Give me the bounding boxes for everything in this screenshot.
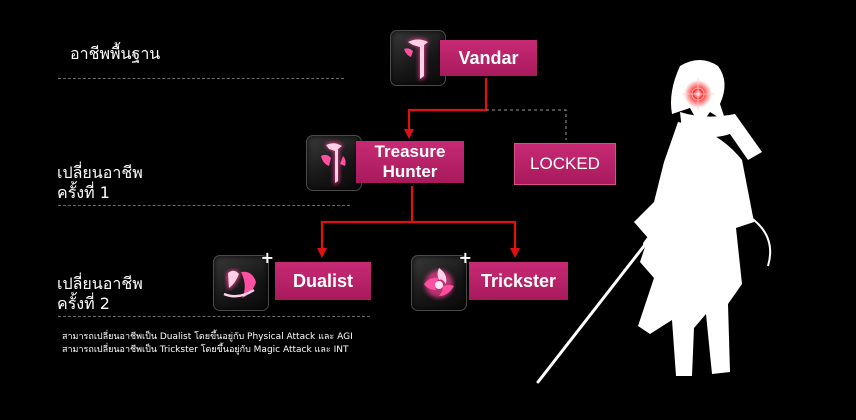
trickster-name-plate: Trickster <box>469 262 568 300</box>
vandar-class-icon <box>390 30 446 86</box>
tier-divider-first <box>58 205 350 206</box>
tier-divider-base <box>58 78 344 79</box>
tier-label-first-line2: ครั้งที่ 1 <box>57 183 110 202</box>
tier-label-second-change: เปลี่ยนอาชีพ ครั้งที่ 2 <box>57 274 143 314</box>
vandar-name-plate: Vandar <box>440 40 537 76</box>
dualist-name-plate: Dualist <box>275 262 371 300</box>
tier-divider-second <box>58 316 370 317</box>
trickster-upgrade-badge: + <box>458 248 472 267</box>
tier-label-second-line2: ครั้งที่ 2 <box>57 294 110 313</box>
connector-vandar-to-treasure-hunter <box>404 78 488 139</box>
tier-label-first-line1: เปลี่ยนอาชีพ <box>57 163 143 182</box>
tier-label-base: อาชีพพื้นฐาน <box>70 44 161 63</box>
tier-label-first-change: เปลี่ยนอาชีพ ครั้งที่ 1 <box>57 163 143 203</box>
dualist-upgrade-badge: + <box>260 248 274 267</box>
dualist-class-icon: + <box>213 248 274 311</box>
note-dualist: สามารถเปลี่ยนอาชีพเป็น Dualist โดยขึ้นอย… <box>62 332 353 342</box>
treasure-hunter-class-icon <box>306 135 362 191</box>
connector-vandar-to-locked <box>486 109 567 140</box>
connector-treasure-hunter-split <box>320 186 517 252</box>
job-change-notes: สามารถเปลี่ยนอาชีพเป็น Dualist โดยขึ้นอย… <box>62 331 353 357</box>
treasure-hunter-name-line2: Hunter <box>382 162 438 181</box>
locked-job-slot: LOCKED <box>514 143 616 185</box>
treasure-hunter-name-line1: Treasure <box>374 142 446 161</box>
note-trickster: สามารถเปลี่ยนอาชีพเป็น Trickster โดยขึ้น… <box>62 345 349 355</box>
tier-label-second-line1: เปลี่ยนอาชีพ <box>57 274 143 293</box>
treasure-hunter-name-plate: Treasure Hunter <box>356 141 464 183</box>
trickster-class-icon: + <box>411 248 472 311</box>
character-silhouette <box>536 60 772 384</box>
